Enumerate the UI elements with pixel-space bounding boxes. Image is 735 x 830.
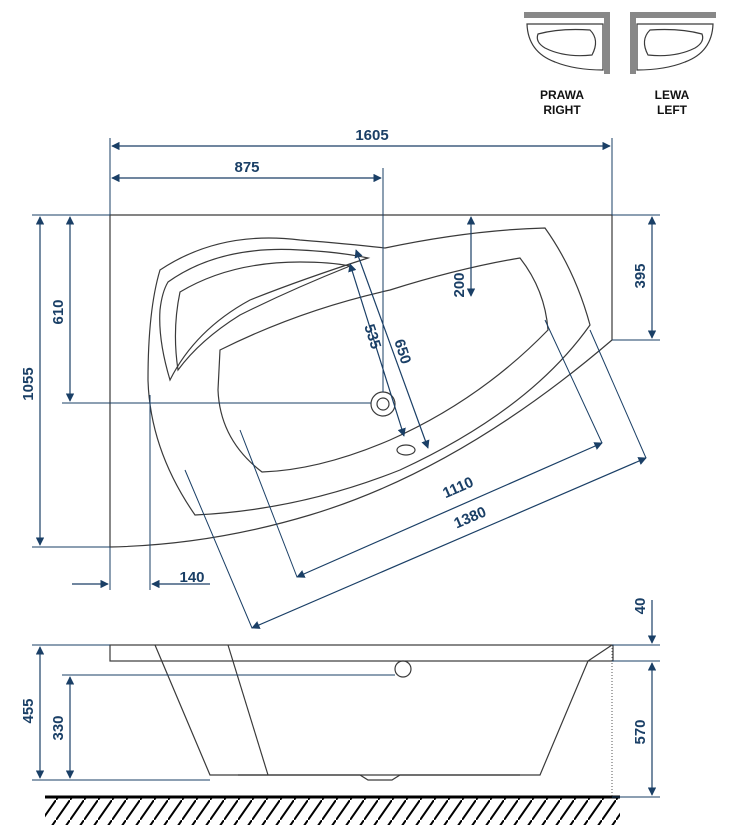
top-view-dimension-lines xyxy=(35,141,657,629)
dim-line-650 xyxy=(354,249,430,449)
left-variant-label-line1: LEWA xyxy=(655,88,690,102)
dim-rim-height: 40 xyxy=(632,598,649,615)
tub-feet xyxy=(238,774,520,781)
dim-inner-offset: 200 xyxy=(451,272,468,297)
dim-basin-length: 1110 xyxy=(440,474,476,502)
dim-outer-width: 650 xyxy=(390,337,414,366)
dim-rim-offset: 140 xyxy=(179,569,204,586)
drain-inner xyxy=(376,397,390,411)
right-variant-label-line2: RIGHT xyxy=(543,103,581,117)
dim-basin-width: 535 xyxy=(360,322,384,351)
dim-drain-offset: 875 xyxy=(234,159,259,176)
wall-side xyxy=(630,12,636,74)
left-variant-label-line2: LEFT xyxy=(657,103,688,117)
tub-apron-outline xyxy=(154,644,613,776)
dim-short-side: 395 xyxy=(632,263,649,288)
tub-rim-outline xyxy=(147,227,591,516)
overflow-fitting xyxy=(394,660,412,678)
side-view xyxy=(45,644,620,825)
backrest-outline xyxy=(159,248,371,382)
dim-apron-height: 570 xyxy=(632,719,649,744)
wall-top xyxy=(630,12,716,18)
dim-total-depth: 1055 xyxy=(20,367,37,400)
variant-left-thumbnail xyxy=(630,12,716,74)
tub-rim xyxy=(109,644,614,662)
dim-total-width: 1605 xyxy=(355,127,388,144)
dim-drain-depth: 610 xyxy=(50,299,67,324)
variant-right-thumbnail xyxy=(524,12,610,74)
side-view-dimension-lines xyxy=(32,600,660,798)
tub-inner-edge xyxy=(227,644,269,776)
wall-top xyxy=(524,12,610,18)
overflow-hole xyxy=(396,444,416,456)
dim-line-1380 xyxy=(251,457,647,629)
floor-hatch xyxy=(45,797,620,825)
top-view-extension-lines xyxy=(32,138,660,590)
backrest-inner-outline xyxy=(174,261,353,372)
right-variant-label-line1: PRAWA xyxy=(540,88,584,102)
wall-side xyxy=(604,12,610,74)
dim-line-1110 xyxy=(296,442,603,578)
dim-tub-height: 455 xyxy=(20,698,37,723)
dim-overflow-height: 330 xyxy=(50,715,67,740)
